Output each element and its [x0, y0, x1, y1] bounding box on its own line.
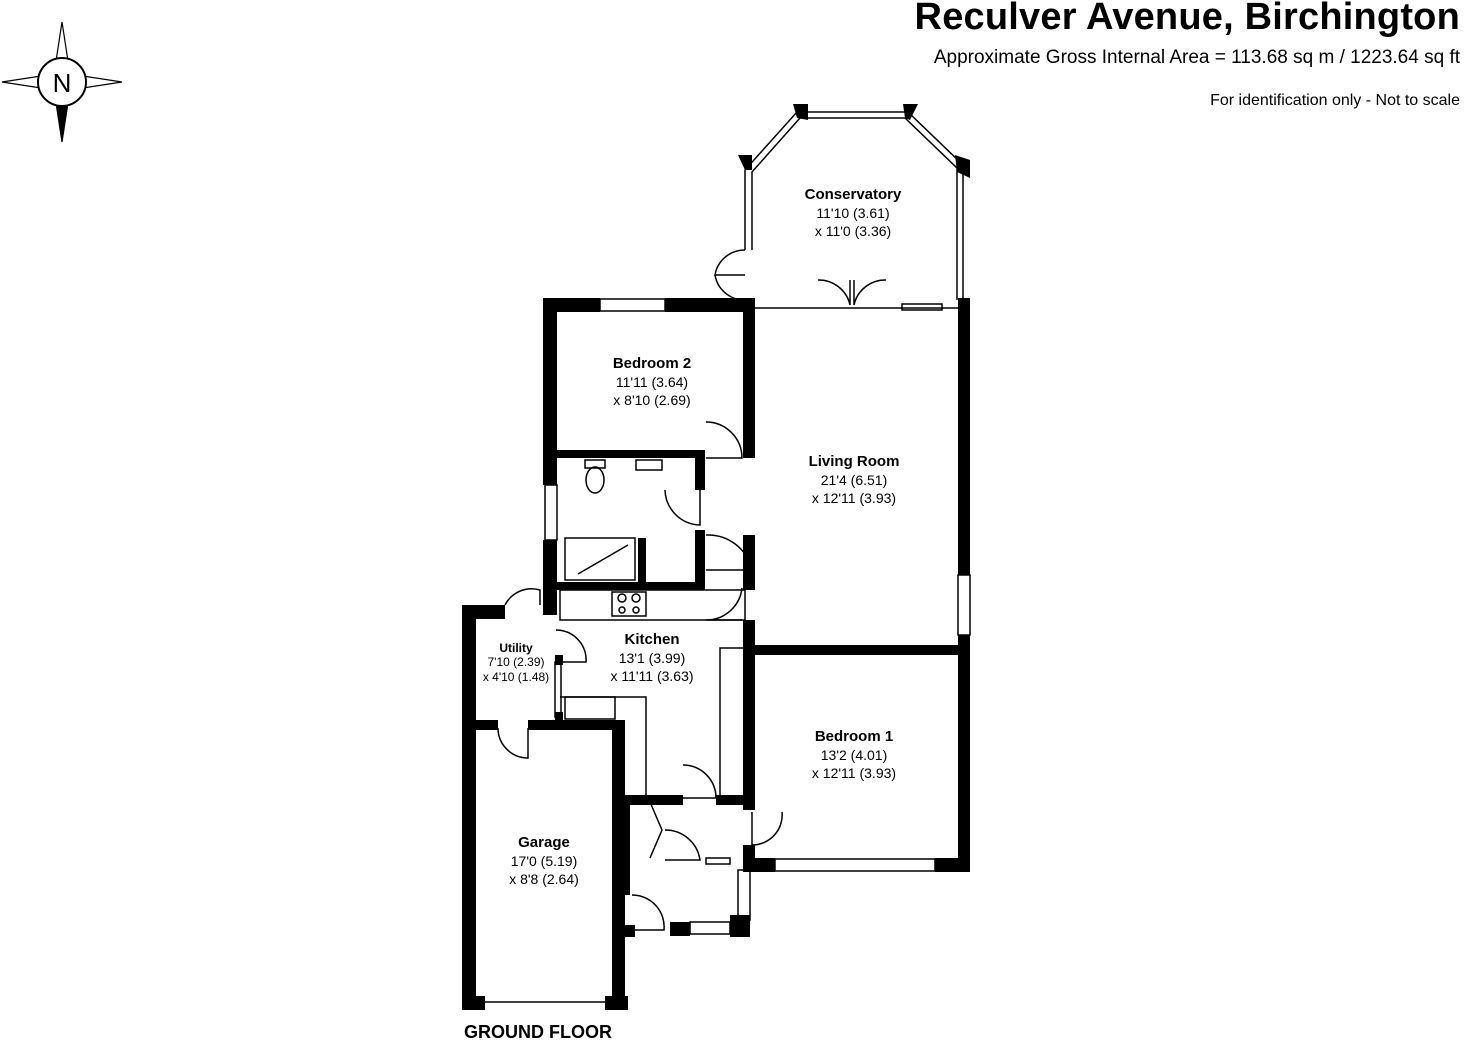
room-name: Living Room	[809, 453, 900, 470]
room-dimension: x 12'11 (3.93)	[812, 490, 896, 506]
room-dimension: 13'1 (3.99)	[619, 650, 686, 666]
room-name: Utility	[499, 641, 533, 655]
room-dimension: 21'4 (6.51)	[821, 472, 888, 488]
room-dimension: 11'11 (3.64)	[616, 374, 688, 390]
room-dimension: x 8'10 (2.69)	[613, 392, 690, 408]
compass-north-icon: N	[1, 21, 123, 143]
room-dimension: x 4'10 (1.48)	[483, 670, 549, 684]
room-living-room: Living Room 21'4 (6.51) x 12'11 (3.93)	[809, 453, 900, 506]
room-name: Bedroom 2	[613, 355, 691, 372]
room-conservatory: Conservatory 11'10 (3.61) x 11'0 (3.36)	[805, 186, 902, 239]
disclaimer-note: For identification only - Not to scale	[1210, 92, 1460, 109]
gross-internal-area: Approximate Gross Internal Area = 113.68…	[933, 47, 1460, 68]
room-dimension: x 11'0 (3.36)	[815, 223, 891, 239]
room-dimension: x 12'11 (3.93)	[812, 765, 896, 781]
room-dimension: 17'0 (5.19)	[511, 853, 578, 869]
room-dimension: 7'10 (2.39)	[488, 655, 545, 669]
room-name: Garage	[518, 834, 570, 851]
room-garage: Garage 17'0 (5.19) x 8'8 (2.64)	[509, 834, 579, 887]
room-utility: Utility 7'10 (2.39) x 4'10 (1.48)	[483, 641, 549, 684]
compass-letter: N	[53, 68, 72, 98]
room-dimension: 11'10 (3.61)	[816, 205, 889, 221]
room-dimension: x 8'8 (2.64)	[509, 871, 579, 887]
room-name: Kitchen	[624, 631, 679, 648]
room-bedroom-2: Bedroom 2 11'11 (3.64) x 8'10 (2.69)	[613, 355, 691, 408]
property-title: Reculver Avenue, Birchington	[914, 0, 1460, 38]
room-kitchen: Kitchen 13'1 (3.99) x 11'11 (3.63)	[610, 631, 693, 684]
room-bedroom-1: Bedroom 1 13'2 (4.01) x 12'11 (3.93)	[812, 728, 896, 781]
floor-label: GROUND FLOOR	[464, 1022, 612, 1040]
room-dimension: 13'2 (4.01)	[821, 747, 888, 763]
walls	[462, 104, 970, 1010]
room-name: Bedroom 1	[815, 728, 893, 745]
room-name: Conservatory	[805, 186, 902, 203]
room-dimension: x 11'11 (3.63)	[610, 668, 693, 684]
